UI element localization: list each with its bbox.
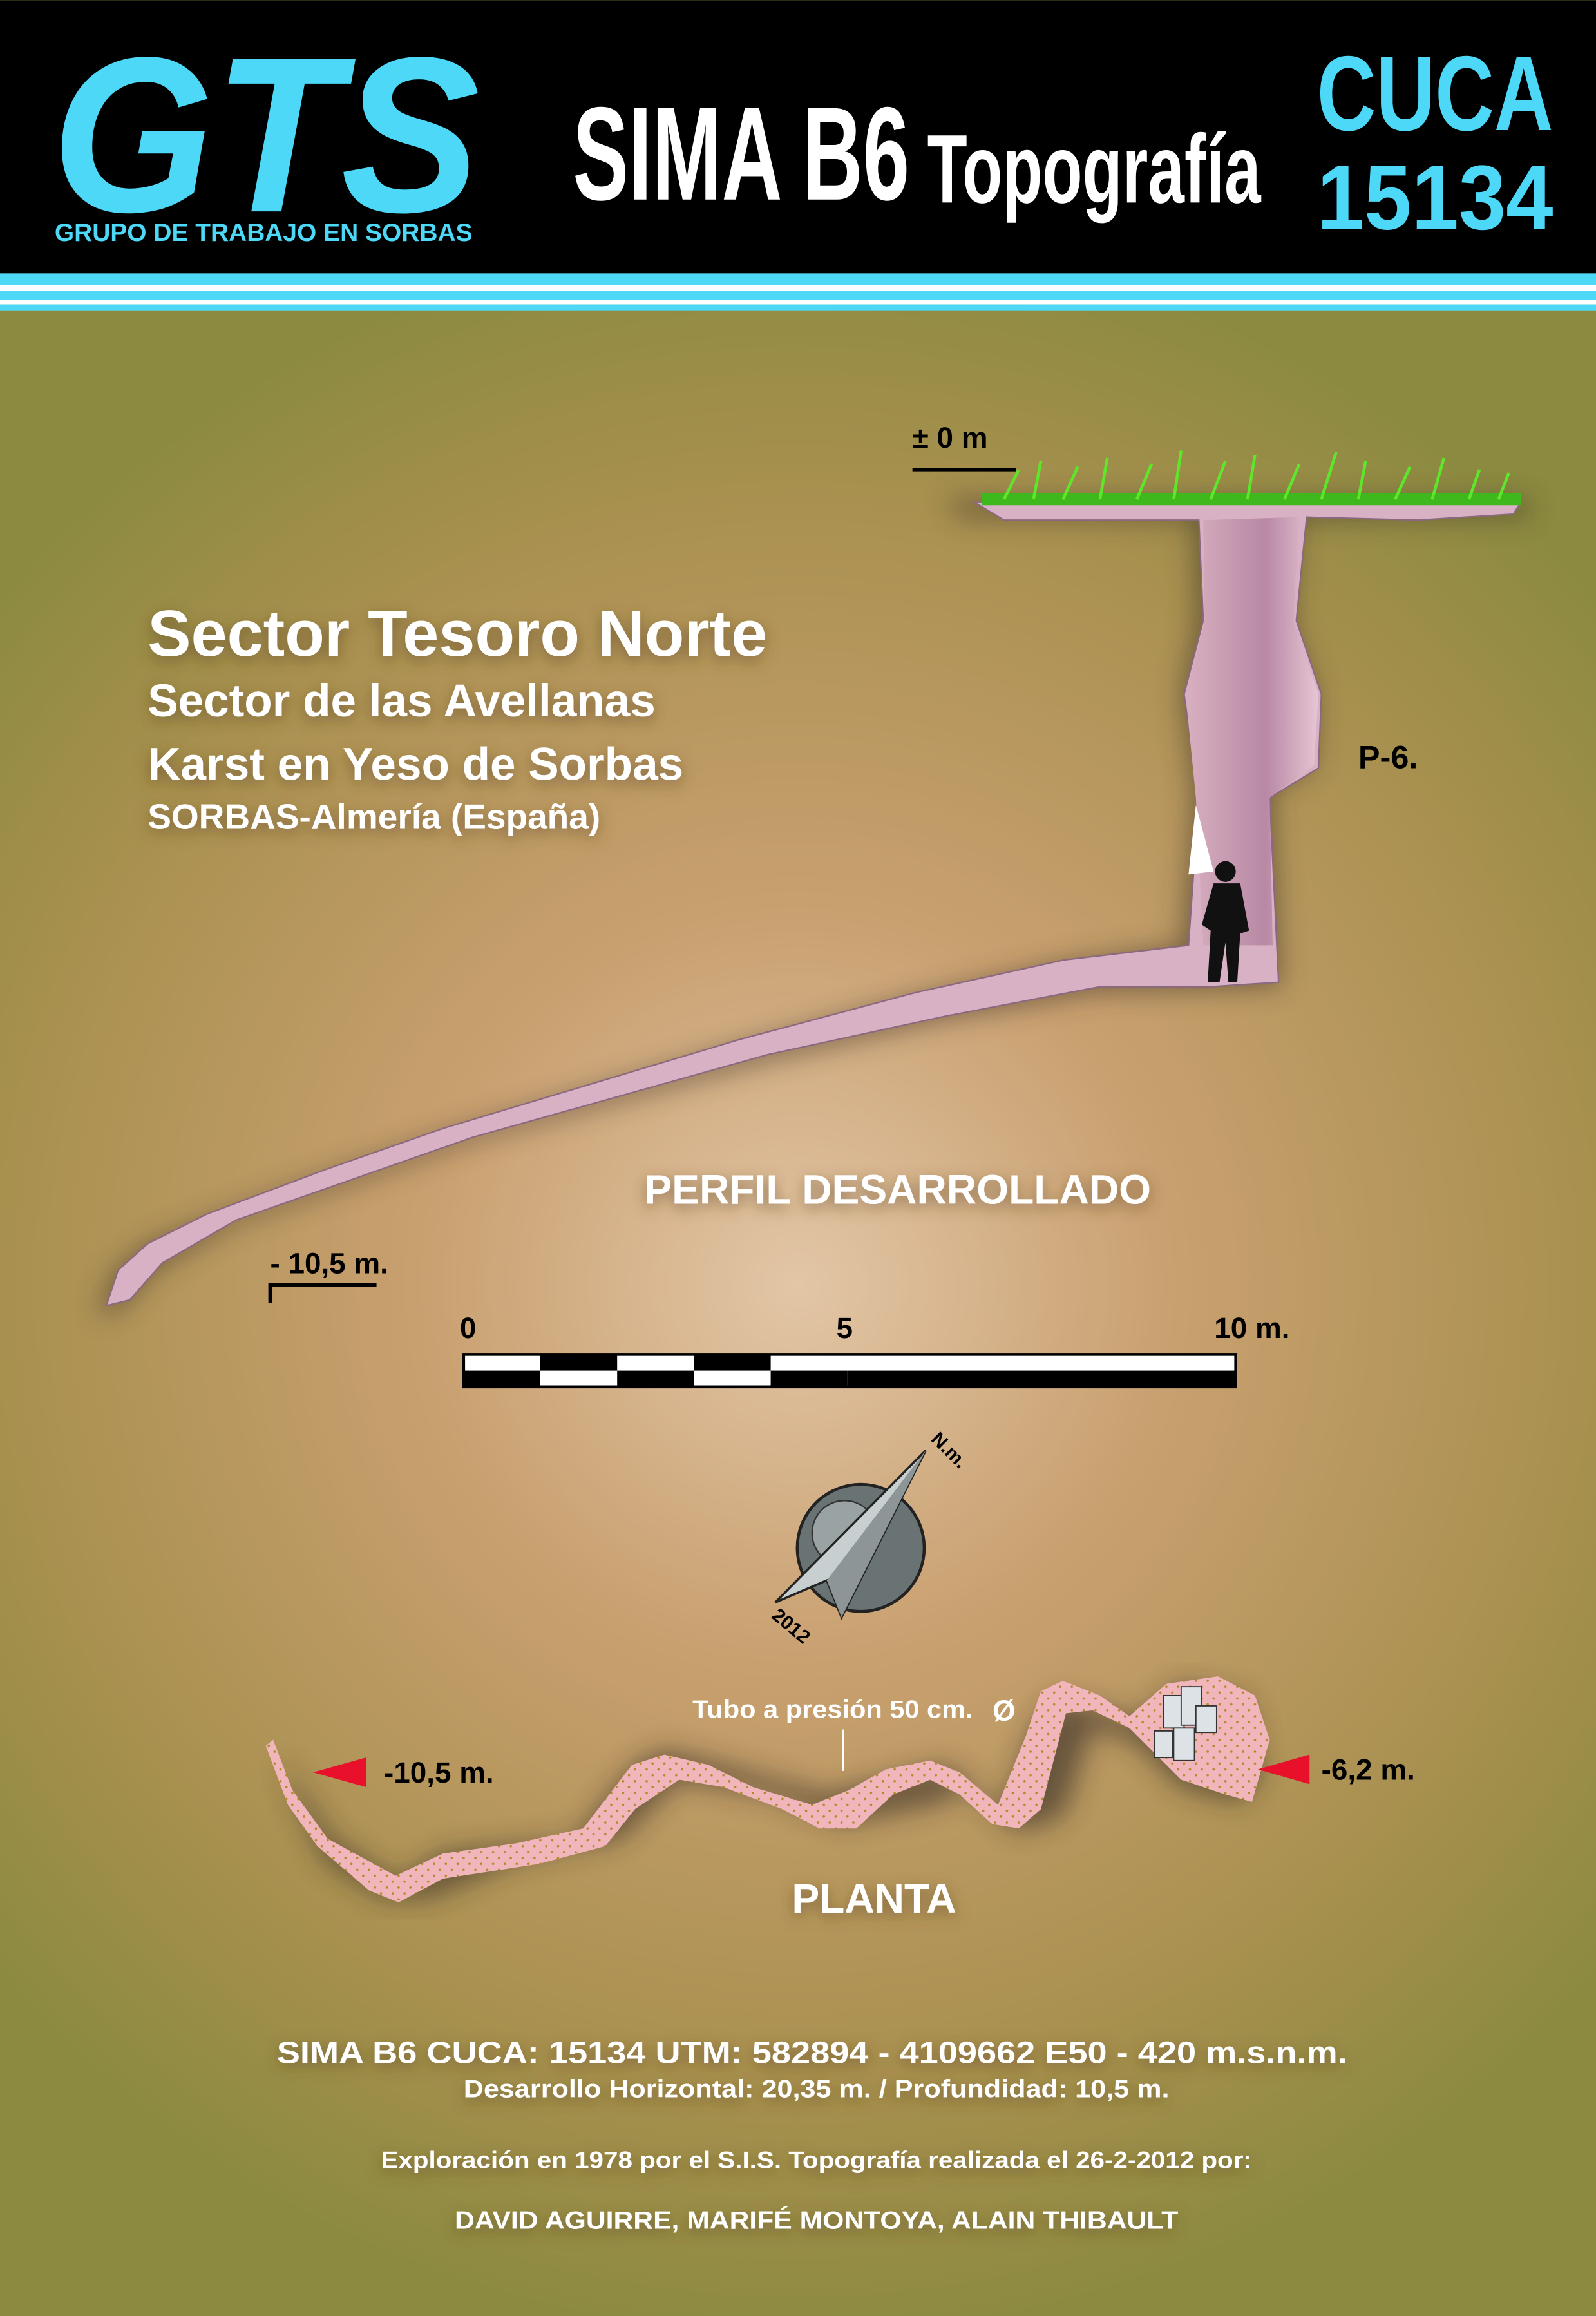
footer-authors: DAVID AGUIRRE, MARIFÉ MONTOYA, ALAIN THI… [455,2206,1178,2234]
plan-title: PLANTA [792,1875,956,1922]
scale-label-5: 5 [836,1312,853,1345]
title-main: SIMA B6 [573,79,909,228]
north-arrow-icon: N.m. 2012 [768,1428,971,1648]
depth-arrow-icon [268,1283,377,1303]
karst-name: Karst en Yeso de Sorbas [147,740,683,790]
grass [982,450,1521,506]
sector-title: Sector Tesoro Norte [147,598,767,670]
header: GTS GRUPO DE TRABAJO EN SORBAS SIMA B6 T… [0,0,1596,311]
scale-bar: 0 5 10 m. [460,1312,1289,1389]
pitch-label: P-6. [1358,738,1418,775]
light-beam [1188,805,1214,875]
right-depth-label: -6,2 m. [1322,1754,1415,1786]
surface-label: ± 0 m [913,421,988,454]
profile-section: ± 0 m P-6. - 10,5 m. PERFIL DESARROLLADO [96,421,1528,1315]
tube-note: Tubo a presión 50 cm. [692,1696,973,1723]
left-depth-label: -10,5 m. [384,1756,494,1789]
footer-dimensions: Desarrollo Horizontal: 20,35 m. / Profun… [464,2075,1170,2103]
diameter-icon: Ø [993,1694,1016,1727]
boulders-icon [1154,1686,1217,1761]
profile-title: PERFIL DESARROLLADO [644,1167,1151,1213]
plan-cave-outline [265,1676,1270,1902]
caver-silhouette-icon [1201,861,1249,982]
location-block: Sector Tesoro Norte Sector de las Avella… [147,598,767,836]
cuca-number: 15134 [1317,147,1553,249]
logo-tagline: GRUPO DE TRABAJO EN SORBAS [55,219,473,247]
footer: SIMA B6 CUCA: 15134 UTM: 582894 - 410966… [277,2036,1347,2235]
place-name: SORBAS-Almería (España) [147,796,600,836]
footer-summary: SIMA B6 CUCA: 15134 UTM: 582894 - 410966… [277,2036,1347,2071]
gts-logo: GTS GRUPO DE TRABAJO EN SORBAS [52,11,480,258]
scale-label-0: 0 [460,1312,477,1345]
shaft [1185,517,1319,946]
left-marker-icon [312,1757,366,1788]
footer-exploration: Exploración en 1978 por el S.I.S. Topogr… [381,2147,1251,2173]
title-sub: Topografía [927,115,1262,224]
cuca-label: CUCA [1317,34,1553,153]
plan-section: Tubo a presión 50 cm. Ø -10,5 m. -6,2 m.… [265,1676,1415,1922]
scale-label-10: 10 m. [1214,1312,1289,1345]
bottom-depth-label: - 10,5 m. [270,1247,388,1279]
subsector: Sector de las Avellanas [147,676,656,727]
right-marker-icon [1258,1754,1310,1785]
logo-letters: GTS [52,11,480,258]
